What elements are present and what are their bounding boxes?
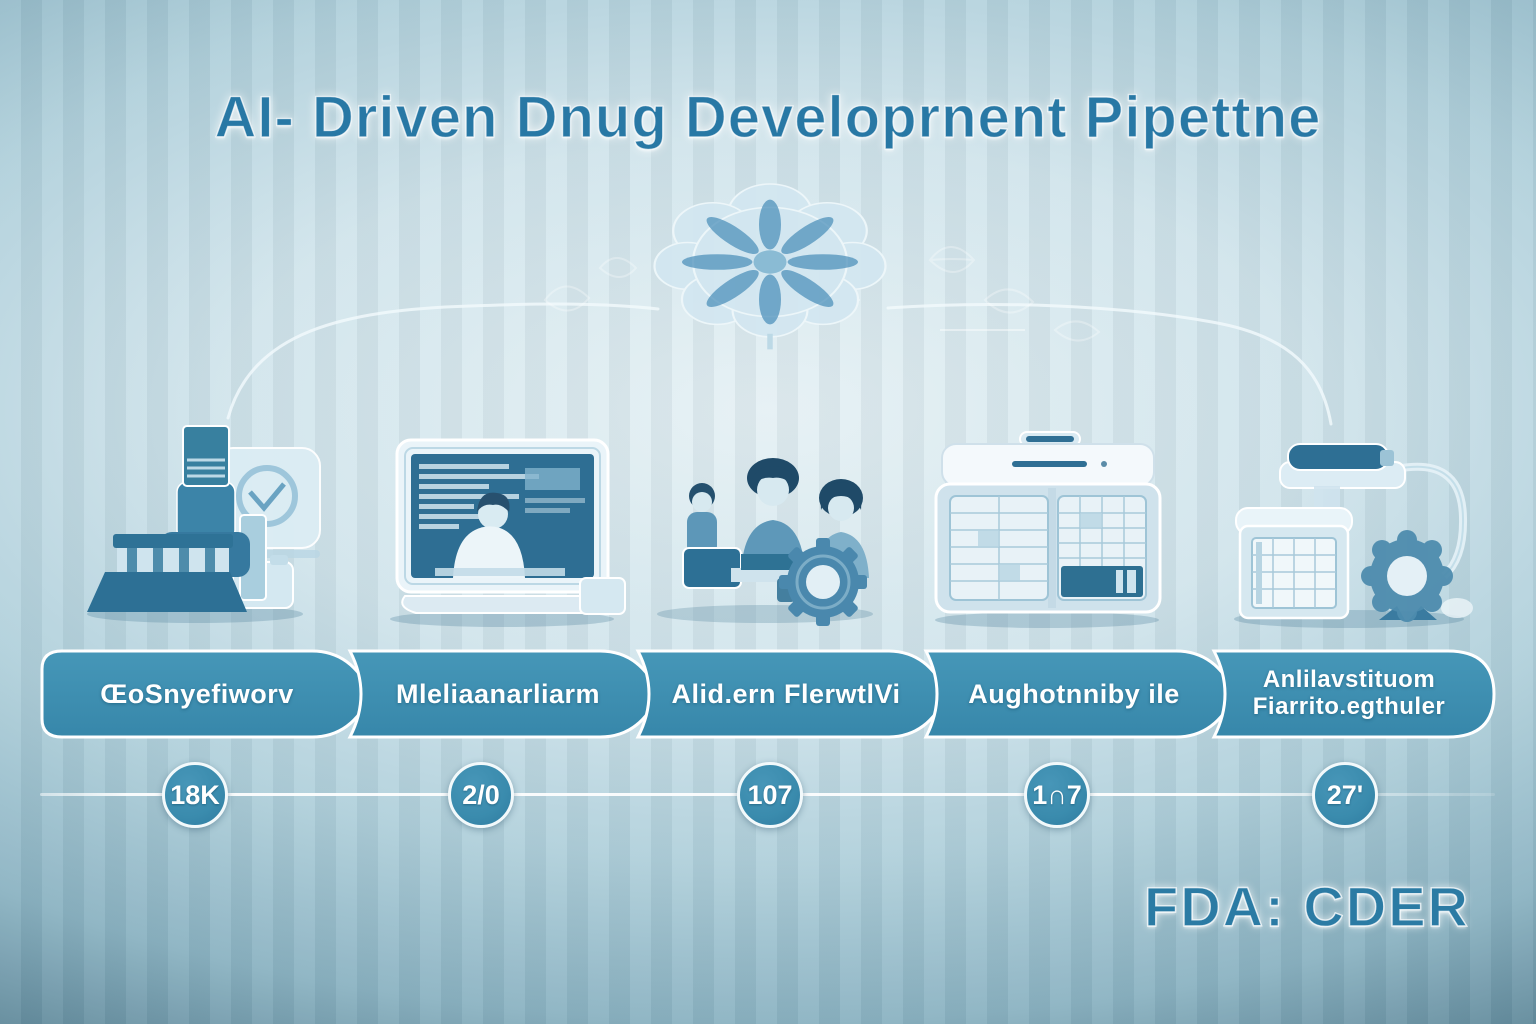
stage-banner-3 [635, 649, 949, 739]
stage-banner-2 [347, 649, 661, 739]
stage-label-3: Alid.ern FlerwtlVi [671, 678, 901, 709]
gear-icon [779, 538, 867, 626]
stage-label-2: Mleliaanarliarm [395, 678, 601, 709]
team-gear-icon [657, 458, 873, 626]
stage-label-5: Anlilavstituom Fiarrito.egthuler [1220, 651, 1478, 737]
milestone-4: 1∩7 [1024, 762, 1090, 828]
laptop-scientist-icon [390, 438, 626, 627]
stage-label-1: ŒoSnyefiworv [100, 678, 294, 709]
stage-banner-4 [923, 649, 1237, 739]
leaf-sketches [543, 246, 1101, 342]
brain-icon [653, 183, 887, 350]
seal-gear-icon [1361, 530, 1453, 622]
milestone-3: 107 [737, 762, 803, 828]
microscope-analyzer-icon [87, 425, 321, 623]
milestone-2: 2/0 [448, 762, 514, 828]
stage-label-4: Aughotnniby ile [968, 678, 1180, 709]
swoosh-connector-left [226, 302, 660, 420]
stage-label-5-line1: Anlilavstituom [1262, 666, 1436, 694]
milestone-5: 27' [1312, 762, 1378, 828]
footer-label: FDA: CDER [1143, 874, 1470, 938]
milestone-1: 18K [162, 762, 228, 828]
machine-seal-icon [1234, 443, 1473, 628]
stage-banner-5 [1211, 649, 1496, 739]
page-title: AI- Driven Dnug Developrnent Pipettne [214, 84, 1322, 150]
incubator-grid-icon [934, 431, 1162, 628]
stage-banner-1 [40, 649, 373, 739]
stage-label-5-line2: Fiarrito.egthuler [1252, 693, 1446, 720]
